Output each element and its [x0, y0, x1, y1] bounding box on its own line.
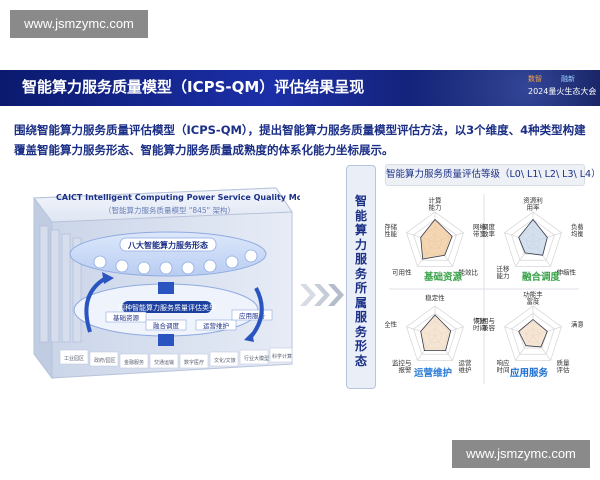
event-tag-shuzhi: 数智: [528, 75, 542, 83]
svg-text:交通运输: 交通运输: [154, 359, 174, 366]
radar-axis-label: 响应时间: [497, 358, 511, 374]
curved-arrow-left: [84, 276, 108, 333]
radar-axis-label: 调度效率: [482, 222, 496, 238]
radar-axis-label: 负载均衡: [571, 222, 583, 238]
svg-text:数字医疗: 数字医疗: [184, 359, 204, 366]
radar-ring: [406, 305, 464, 361]
watermark-bottom: www.jsmzymc.com: [452, 440, 590, 468]
box-fusion-scheduling: 融合调度: [153, 321, 180, 330]
chevron-arrows-icon: [298, 280, 348, 310]
intro-paragraph: 围绕智能算力服务质量评估模型（ICPS-QM），提出智能算力服务质量模型评估方法…: [14, 123, 586, 157]
radar-axis-label: 计算能力: [429, 196, 443, 212]
service-form-vertical-panel: 智能算力服务所属服务形态: [346, 165, 376, 389]
architecture-diagram: CAICT Intelligent Computing Power Servic…: [18, 182, 316, 382]
radar-axis-label: 稳定性: [425, 293, 445, 302]
watermark-top: www.jsmzymc.com: [10, 10, 148, 38]
radar-polygon-0: [420, 218, 453, 260]
arrow-block-lower: [158, 334, 174, 346]
base-pedestal: [59, 347, 293, 369]
radar-quadrant-name: 基础资源: [423, 271, 463, 283]
forms-label: 八大智能算力服务形态: [127, 240, 208, 250]
radar-ring: [504, 305, 562, 361]
radar-polygon-1: [518, 218, 548, 256]
radar-quadrant-name: 融合调度: [522, 271, 561, 283]
radar-axis-label: 可用与兼容: [476, 317, 496, 332]
vertical-title: 智能算力服务所属服务形态: [354, 194, 367, 368]
box-base-resources: 基础资源: [113, 313, 140, 322]
event-name: 2024量火生态大会: [528, 87, 597, 96]
svg-text:文化/文旅: 文化/文旅: [214, 357, 236, 364]
quality-label-bg: [122, 301, 212, 313]
svg-text:行业大模型: 行业大模型: [244, 355, 269, 362]
svg-text:工业园区: 工业园区: [64, 355, 84, 362]
radar-polygon-2: [420, 314, 452, 352]
side-columns: [39, 225, 82, 343]
radar-polygon-3: [518, 318, 548, 348]
radar-quadrant-name: 应用服务: [510, 367, 549, 379]
radar-panel: 智能算力服务质量评估等级（L0\ L1\ L2\ L3\ L4） 计算能力网络带…: [348, 160, 600, 390]
radar-axis-label: 伸缩性: [557, 268, 577, 277]
radar-ring: [413, 219, 457, 261]
radar-quadrant-name: 运营维护: [414, 367, 452, 379]
page-title: 智能算力服务质量模型（ICPS-QM）评估结果呈现: [22, 78, 365, 96]
event-tag-rongxin: 融新: [561, 75, 575, 83]
radar-ring: [511, 219, 555, 261]
diagram-title-cn: （智能算力服务质量模型 "845" 架构）: [104, 205, 235, 215]
radar-axis-label: 运营维护: [459, 358, 473, 374]
radar-axis-label: 网络带宽: [473, 222, 487, 238]
radar-axis-label: 恢复时间: [473, 316, 487, 332]
curved-arrow-right: [248, 287, 264, 340]
quality-types-label: 四种智能算力服务质量评估类型: [118, 303, 216, 312]
arrow-block: [158, 282, 174, 294]
radar-axis-label: 质量评估: [557, 358, 571, 374]
box-app-services: 应用服务: [239, 311, 266, 320]
architecture-diagram-svg: CAICT Intelligent Computing Power Servic…: [33, 187, 316, 380]
svg-text:政府/园区: 政府/园区: [94, 357, 116, 364]
radar-axis-label: 迁移能力: [497, 264, 511, 280]
diagram-title-en: CAICT Intelligent Computing Power Servic…: [56, 193, 300, 202]
radar-header: 智能算力服务质量评估等级（L0\ L1\ L2\ L3\ L4）: [385, 164, 600, 186]
radar-axis-label: 存储性能: [385, 222, 398, 238]
svg-text:科学计算: 科学计算: [272, 353, 292, 360]
radar-ring: [511, 313, 555, 355]
forms-label-bg: [119, 237, 217, 252]
radar-ring: [413, 313, 457, 355]
radar-grid: 计算能力网络带宽能效比 可用性 存储性能基础资源 资源利用率负载均衡伸缩性 迁移能力 调度…: [378, 190, 591, 388]
radar-axis-label: 监控与报警: [392, 358, 412, 374]
radar-axis-label: 资源利用率: [523, 196, 543, 212]
radar-ring: [406, 211, 464, 267]
box-operations: 运营维护: [203, 321, 229, 330]
radar-axis-label: 安全性: [385, 319, 398, 328]
form-circles: [93, 249, 258, 275]
svg-text:金融服务: 金融服务: [124, 359, 144, 366]
base-items: 工业园区 政府/园区 金融服务 交通运输 数字医疗 文化/文旅 行业大模型 科学…: [64, 353, 292, 366]
radar-axis-label: 能效比: [459, 268, 479, 277]
radar-axis-label: 可用性: [392, 268, 412, 277]
radar-axis-label: 满意度: [571, 319, 583, 328]
radar-ring: [504, 211, 562, 267]
title-banner: 智能算力服务质量模型（ICPS-QM）评估结果呈现: [0, 70, 600, 106]
radar-axis-label: 功能丰富度: [523, 290, 543, 306]
